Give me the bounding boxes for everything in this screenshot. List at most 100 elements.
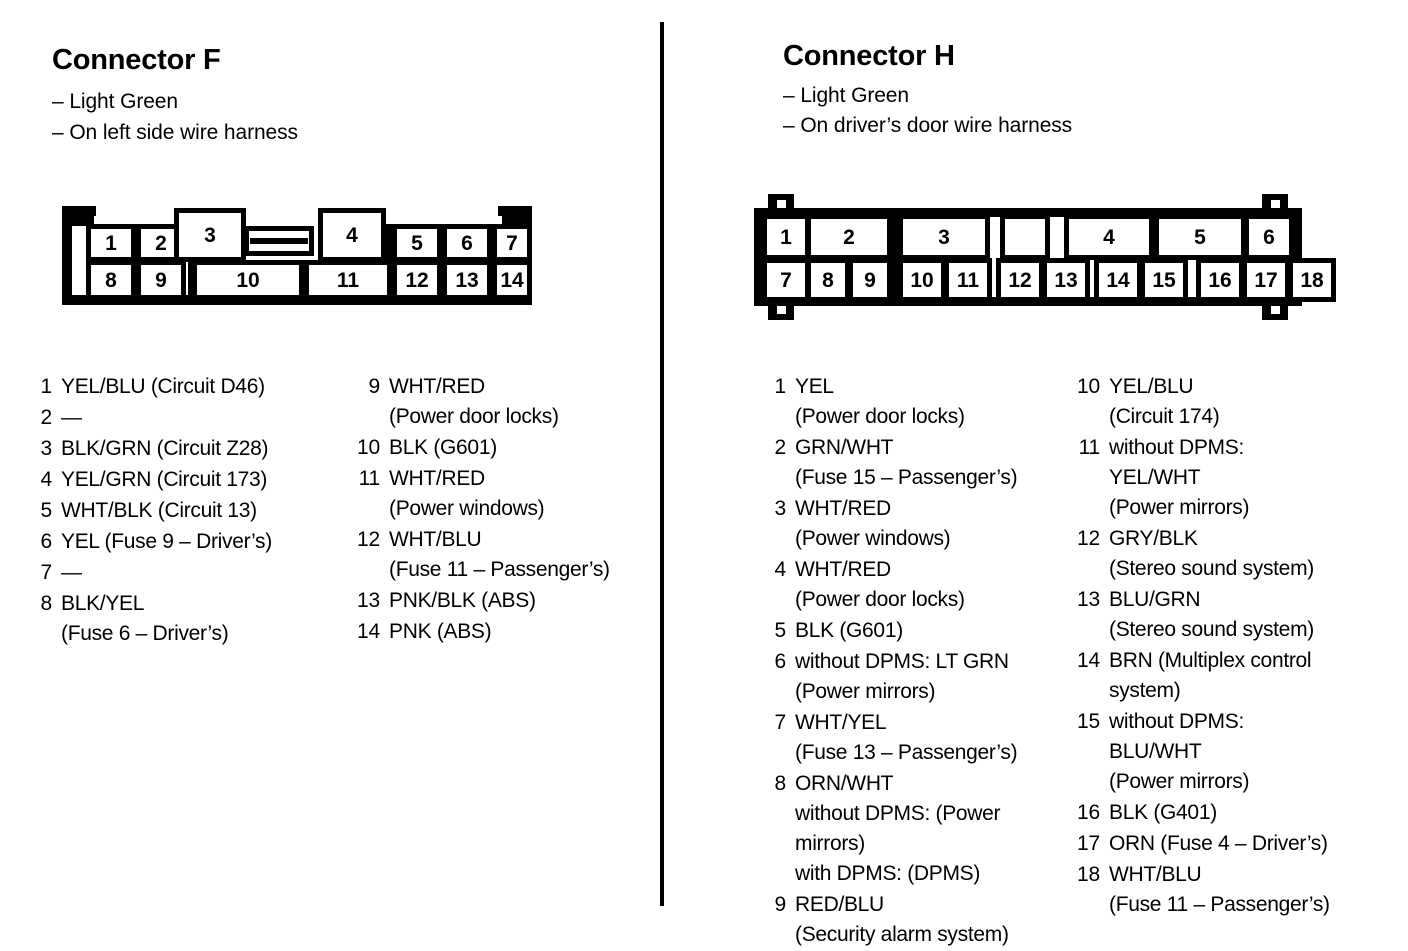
pin-row: 1 YEL(Power door locks) bbox=[756, 372, 1046, 432]
mounting-hole-bottom-right bbox=[1271, 305, 1280, 314]
pin-number: 2 bbox=[774, 436, 787, 459]
pin-description-line: YEL/BLU (Circuit D46) bbox=[61, 375, 265, 398]
pin-description: without DPMS:YEL/WHT(Power mirrors) bbox=[1109, 433, 1370, 523]
connector-f-pin-cell-7: 7 bbox=[492, 224, 532, 262]
panel-divider bbox=[660, 22, 664, 906]
pin-description-line: with DPMS: (DPMS) bbox=[795, 862, 981, 885]
pin-number: 5 bbox=[774, 619, 787, 642]
pin-number: 13 bbox=[1077, 588, 1100, 611]
pin-description-line: BRN (Multiplex control bbox=[1109, 649, 1312, 672]
connector-h-pin-cell-11: 11 bbox=[944, 258, 992, 302]
mounting-hole-bottom-left bbox=[777, 305, 786, 314]
shell-top-wall bbox=[754, 208, 1302, 217]
pin-number: 4 bbox=[40, 468, 53, 491]
pin-description-line: WHT/YEL bbox=[795, 711, 887, 734]
connector-h-pin-cell-12: 12 bbox=[996, 258, 1044, 302]
pin-description-line: without DPMS: bbox=[1109, 710, 1244, 733]
connector-f-pin-cell-5: 5 bbox=[392, 224, 442, 262]
pin-description: WHT/RED(Power door locks) bbox=[389, 372, 650, 432]
shell-top-left-lip bbox=[68, 206, 96, 216]
pin-description: YEL(Power door locks) bbox=[795, 372, 1046, 432]
connector-h-pin-cell-15: 15 bbox=[1140, 258, 1188, 302]
pin-description: YEL/BLU(Circuit 174) bbox=[1109, 372, 1370, 432]
pin-description: WHT/BLU (Fuse 11 – Passenger’s) bbox=[1109, 860, 1370, 920]
pin-description-line: (Circuit 174) bbox=[1109, 405, 1220, 428]
shell-bottom-wall bbox=[62, 295, 532, 305]
pin-description-line: (Power door locks) bbox=[795, 588, 965, 611]
pin-description-line: (Fuse 15 – Passenger’s) bbox=[795, 466, 1018, 489]
pin-description-line: GRY/BLK bbox=[1109, 527, 1198, 550]
pin-row: 9 WHT/RED(Power door locks) bbox=[350, 372, 650, 432]
pin-description-line: WHT/RED bbox=[795, 558, 891, 581]
connector-h-pin-cell-7: 7 bbox=[762, 258, 810, 302]
pin-description: GRN/WHT(Fuse 15 – Passenger’s) bbox=[795, 433, 1046, 493]
pin-number: 6 bbox=[774, 650, 787, 673]
connector-h-pin-cell-2: 2 bbox=[806, 214, 892, 260]
pin-row: 10 YEL/BLU(Circuit 174) bbox=[1070, 372, 1370, 432]
pin-number: 11 bbox=[1078, 436, 1101, 459]
pin-row: 2— bbox=[26, 403, 326, 433]
pin-description: YEL/BLU (Circuit D46) bbox=[61, 372, 326, 402]
pin-description: WHT/RED(Power windows) bbox=[795, 494, 1046, 554]
pin-description-line: BLU/WHT bbox=[1109, 740, 1202, 763]
pin-description-line: system) bbox=[1109, 679, 1181, 702]
pin-description-line: mirrors) bbox=[795, 832, 865, 855]
pin-number: 9 bbox=[774, 893, 787, 916]
pin-description-line: (Stereo sound system) bbox=[1109, 557, 1314, 580]
connector-h-diagram: 1 2 3 4 5 6 7 8 9 10 11 12 13 14 15 16 1… bbox=[754, 194, 1336, 320]
connector-h-pin-cell-13: 13 bbox=[1042, 258, 1090, 302]
pin-description-line: (Power mirrors) bbox=[1109, 770, 1250, 793]
connector-f-pin-cell-10: 10 bbox=[192, 260, 304, 300]
connector-h-subtitle-color: – Light Green bbox=[783, 84, 909, 107]
connector-f-pin-cell-13: 13 bbox=[442, 260, 492, 300]
pin-description: WHT/BLK (Circuit 13) bbox=[61, 496, 326, 526]
pin-description-line: WHT/BLU bbox=[1109, 863, 1202, 886]
pin-row: 6 without DPMS: LT GRN(Power mirrors) bbox=[756, 647, 1046, 707]
pin-description-line: (Power windows) bbox=[389, 497, 545, 520]
pin-description-line: — bbox=[61, 406, 82, 429]
pin-description: WHT/YEL (Fuse 13 – Passenger’s) bbox=[795, 708, 1046, 768]
pin-description-line: (Power windows) bbox=[795, 527, 951, 550]
pin-description-line: without DPMS: bbox=[1109, 436, 1244, 459]
pin-description: YEL (Fuse 9 – Driver’s) bbox=[61, 527, 326, 557]
connector-h-pin-cell-14: 14 bbox=[1094, 258, 1142, 302]
pin-description-line: BLK/YEL bbox=[61, 592, 145, 615]
pin-number: 1 bbox=[774, 375, 787, 398]
pin-description: PNK/BLK (ABS) bbox=[389, 586, 650, 616]
pin-description-line: — bbox=[61, 561, 82, 584]
shell-top-right-lip bbox=[498, 206, 528, 216]
pin-description-line: (Fuse 11 – Passenger’s) bbox=[1109, 893, 1330, 916]
connector-f-pin-cell-3: 3 bbox=[174, 208, 246, 262]
pin-description-line: ORN/WHT bbox=[795, 772, 894, 795]
pin-number: 2 bbox=[40, 406, 53, 429]
connector-h-subtitle-location: – On driver’s door wire harness bbox=[783, 114, 1073, 137]
pin-row: 2 GRN/WHT(Fuse 15 – Passenger’s) bbox=[756, 433, 1046, 493]
pin-number: 1 bbox=[40, 375, 53, 398]
connector-f-pin-cell-1: 1 bbox=[86, 224, 136, 262]
pin-description: BLK (G401) bbox=[1109, 798, 1370, 828]
pin-row: 7— bbox=[26, 558, 326, 588]
pin-number: 10 bbox=[1077, 375, 1100, 398]
pin-number: 4 bbox=[774, 558, 787, 581]
pin-description: without DPMS: LT GRN(Power mirrors) bbox=[795, 647, 1046, 707]
connector-f-title: Connector F bbox=[52, 44, 221, 76]
pin-description-line: YEL/GRN (Circuit 173) bbox=[61, 468, 268, 491]
pin-number: 9 bbox=[368, 375, 381, 398]
pin-row: 4 WHT/RED (Power door locks) bbox=[756, 555, 1046, 615]
connector-h-pin-cell-blank bbox=[1000, 214, 1050, 260]
pin-description-line: WHT/RED bbox=[389, 467, 485, 490]
connector-f-panel: Connector F – Light Green – On left side… bbox=[0, 0, 660, 920]
connector-f-pin-cell-4: 4 bbox=[318, 208, 386, 262]
pin-description-line: (Power mirrors) bbox=[1109, 496, 1250, 519]
pin-description-line: (Fuse 13 – Passenger’s) bbox=[795, 741, 1018, 764]
